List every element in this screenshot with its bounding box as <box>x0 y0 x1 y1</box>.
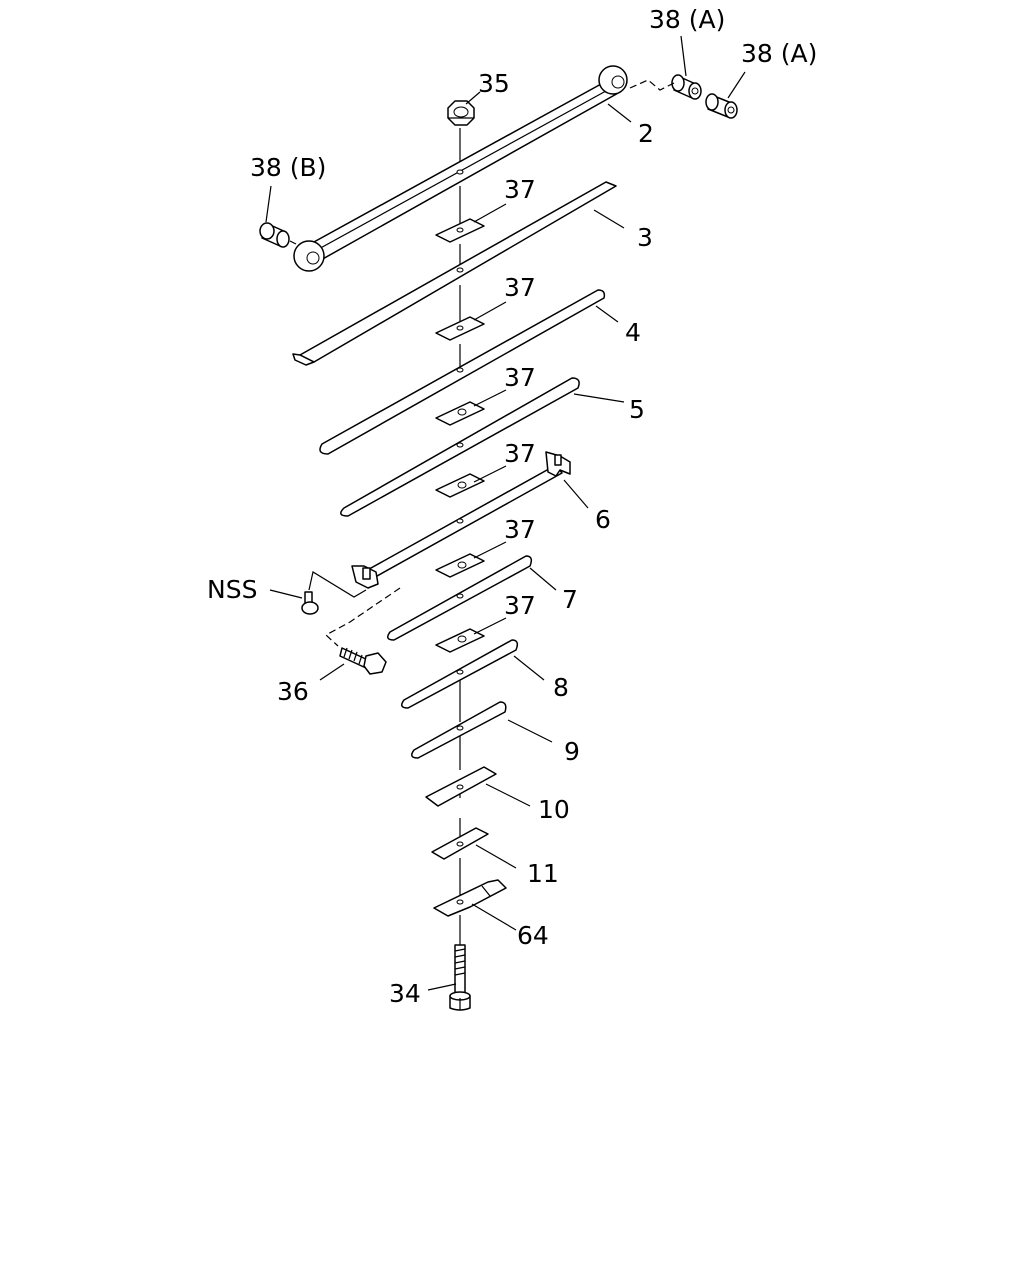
leaf-9 <box>411 701 507 759</box>
label-10: 10 <box>538 795 570 824</box>
leaf-5 <box>340 377 580 517</box>
label-37-2: 37 <box>504 273 536 302</box>
label-2: 2 <box>638 119 654 148</box>
label-38a-right: 38 (A) <box>741 39 817 68</box>
callout-labels: 38 (A) 38 (A) 35 2 38 (B) 37 3 37 4 37 5… <box>207 5 817 1008</box>
label-5: 5 <box>629 395 645 424</box>
leaf-6 <box>351 451 571 589</box>
leader-lines <box>265 35 746 991</box>
label-34: 34 <box>389 979 421 1008</box>
label-37-6: 37 <box>504 591 536 620</box>
bushing-38a-top <box>671 74 702 100</box>
bushing-38b <box>259 222 297 248</box>
leaf-10 <box>425 766 497 807</box>
label-37-4: 37 <box>504 439 536 468</box>
plate-64 <box>433 879 507 917</box>
label-37-1: 37 <box>504 175 536 204</box>
leaf-8 <box>401 639 519 709</box>
label-37-5: 37 <box>504 515 536 544</box>
main-leaf-2 <box>293 65 628 272</box>
spacer-37-2 <box>435 316 485 341</box>
bushing-dashed-link <box>629 79 677 91</box>
label-4: 4 <box>625 318 641 347</box>
label-7: 7 <box>562 585 578 614</box>
label-64: 64 <box>517 921 549 950</box>
label-37-3: 37 <box>504 363 536 392</box>
label-3: 3 <box>637 223 653 252</box>
bolt-36 <box>339 647 387 675</box>
label-nss: NSS <box>207 575 257 604</box>
spacer-37-3 <box>435 401 485 426</box>
nut-35 <box>447 100 475 126</box>
plate-11 <box>431 827 489 860</box>
center-bolt-34 <box>449 944 471 1011</box>
label-38a-top: 38 (A) <box>649 5 725 34</box>
spacer-37-5 <box>435 553 485 578</box>
label-35: 35 <box>478 69 510 98</box>
bushing-38a-right <box>705 93 738 119</box>
label-8: 8 <box>553 673 569 702</box>
label-9: 9 <box>564 737 580 766</box>
label-38b: 38 (B) <box>250 153 326 182</box>
leaf-4 <box>319 289 606 455</box>
nss-bolt <box>301 571 401 647</box>
spacer-37-4 <box>435 473 485 498</box>
label-6: 6 <box>595 505 611 534</box>
spacer-37-6 <box>435 628 485 653</box>
leaf-7 <box>387 555 533 641</box>
label-36: 36 <box>277 677 309 706</box>
label-11: 11 <box>527 859 559 888</box>
leaf-3 <box>292 181 617 366</box>
spacer-37-1 <box>435 218 485 243</box>
